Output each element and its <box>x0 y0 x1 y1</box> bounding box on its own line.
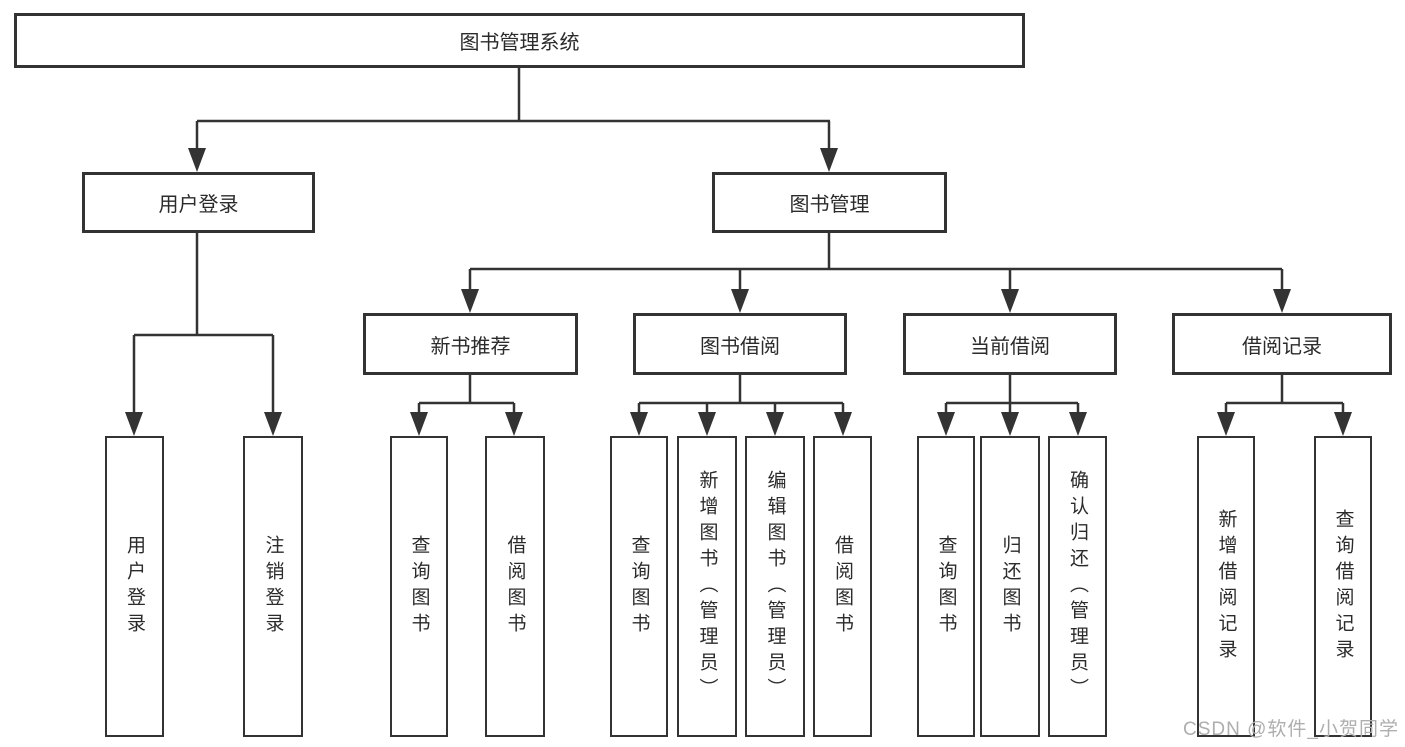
leaf-label: 查询图书 <box>935 534 957 639</box>
connector-current-to-leaves <box>944 375 1080 414</box>
node-label: 借阅记录 <box>1242 335 1322 358</box>
node-label: 图书借阅 <box>700 335 780 358</box>
leaf-label: 编辑图书（管理员） <box>764 469 786 704</box>
node-label: 新书推荐 <box>430 335 511 358</box>
node-library-management-system: 图书管理系统 <box>14 13 1025 68</box>
leaf-logout-login: 注销登录 <box>243 436 303 737</box>
leaf-add-book-admin: 新增图书（管理员） <box>677 436 737 737</box>
node-book-management: 图书管理 <box>712 172 947 233</box>
node-borrow-records: 借阅记录 <box>1172 313 1392 375</box>
leaf-borrow-books-recommend: 借阅图书 <box>485 436 545 737</box>
node-book-borrowing: 图书借阅 <box>633 313 847 375</box>
leaf-label: 查询图书 <box>408 534 430 639</box>
node-current-borrowing: 当前借阅 <box>903 313 1117 375</box>
connector-records-to-leaves <box>1224 375 1345 414</box>
leaf-add-borrow-record: 新增借阅记录 <box>1197 436 1255 737</box>
leaf-query-borrow-record: 查询借阅记录 <box>1314 436 1372 737</box>
connector-borrow-to-leaves <box>637 375 845 414</box>
leaf-label: 新增借阅记录 <box>1215 508 1237 665</box>
leaf-return-book: 归还图书 <box>980 436 1040 737</box>
leaf-label: 新增图书（管理员） <box>696 469 718 704</box>
leaf-user-login: 用户登录 <box>105 436 164 737</box>
connector-user-login-to-leaves <box>132 233 275 414</box>
leaf-label: 归还图书 <box>999 534 1021 639</box>
leaf-label: 借阅图书 <box>832 534 853 639</box>
leaf-label: 查询图书 <box>628 534 650 639</box>
node-user-login: 用户登录 <box>82 172 315 233</box>
connector-root-to-level2 <box>195 68 831 150</box>
node-label: 当前借阅 <box>970 335 1050 358</box>
node-new-book-recommend: 新书推荐 <box>363 313 578 375</box>
leaf-borrow-books: 借阅图书 <box>813 436 872 737</box>
csdn-watermark: CSDN @软件_小贺同学 <box>1183 719 1399 740</box>
leaf-label: 借阅图书 <box>504 534 526 639</box>
leaf-query-books-recommend: 查询图书 <box>390 436 448 737</box>
node-label: 用户登录 <box>158 194 239 216</box>
connector-recommend-to-leaves <box>417 375 516 414</box>
arrowheads <box>125 148 1352 436</box>
leaf-edit-book-admin: 编辑图书（管理员） <box>745 436 805 737</box>
connector-book-mgmt-to-level3 <box>468 233 1284 291</box>
leaf-query-books-current: 查询图书 <box>917 436 975 737</box>
leaf-label: 确认归还（管理员） <box>1067 469 1088 704</box>
leaf-query-books-borrowing: 查询图书 <box>610 436 668 737</box>
node-label: 图书管理 <box>789 194 870 216</box>
leaf-label: 注销登录 <box>262 534 284 639</box>
leaf-label: 查询借阅记录 <box>1332 508 1354 665</box>
node-label: 图书管理系统 <box>459 32 580 54</box>
leaf-confirm-return-admin: 确认归还（管理员） <box>1048 436 1107 737</box>
leaf-label: 用户登录 <box>124 534 145 639</box>
